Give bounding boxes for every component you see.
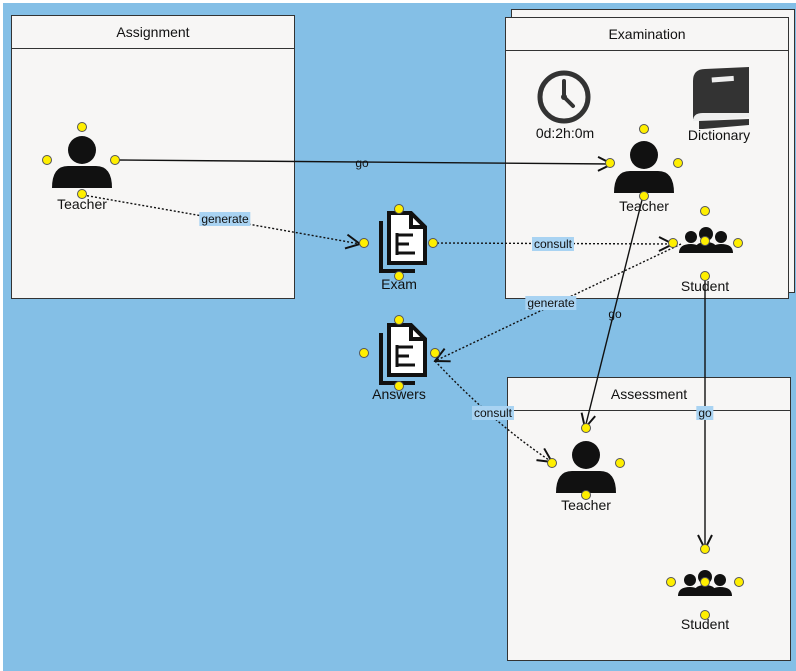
assignment-container[interactable]: Assignment [11, 15, 295, 299]
assessment-title: Assessment [508, 378, 790, 411]
assess-teacher-icon [556, 441, 616, 493]
edge-label-generate-1: generate [199, 212, 251, 226]
exam-document-icon [379, 211, 427, 273]
edge-go-assignment-to-exam-teacher [114, 160, 612, 164]
edge-label-generate-2: generate [525, 296, 577, 310]
connection-handles [42, 122, 744, 620]
edge-label-go-3: go [696, 406, 714, 420]
clock-icon [537, 70, 591, 124]
examination-title: Examination [506, 18, 788, 51]
answers-label: Answers [372, 386, 426, 402]
edge-generate-exam [82, 194, 360, 244]
edge-go-exam-teacher-to-assess-teacher [585, 195, 644, 428]
assignment-teacher-icon [52, 136, 112, 188]
assess-teacher-label: Teacher [561, 497, 611, 513]
assessment-container[interactable]: Assessment [507, 377, 791, 661]
diagram-overlay [42, 67, 749, 620]
edge-label-consult-2: consult [471, 406, 515, 420]
edge-label-go-1: go [355, 156, 369, 170]
timer-label: 0d:2h:0m [535, 125, 595, 141]
diagram-canvas[interactable]: Assignment Examination Assessment [3, 3, 796, 671]
book-icon [693, 67, 749, 129]
edge-label-go-2: go [608, 307, 622, 321]
assignment-title: Assignment [12, 16, 294, 49]
exam-label: Exam [381, 276, 417, 292]
edge-label-consult-1: consult [531, 237, 575, 251]
dictionary-label: Dictionary [687, 127, 751, 143]
exam-student-label: Student [680, 278, 730, 294]
exam-teacher-icon [614, 141, 674, 193]
assess-student-label: Student [680, 616, 730, 632]
assignment-teacher-label: Teacher [57, 196, 107, 212]
answers-document-icon [379, 323, 427, 385]
exam-teacher-label: Teacher [619, 198, 669, 214]
